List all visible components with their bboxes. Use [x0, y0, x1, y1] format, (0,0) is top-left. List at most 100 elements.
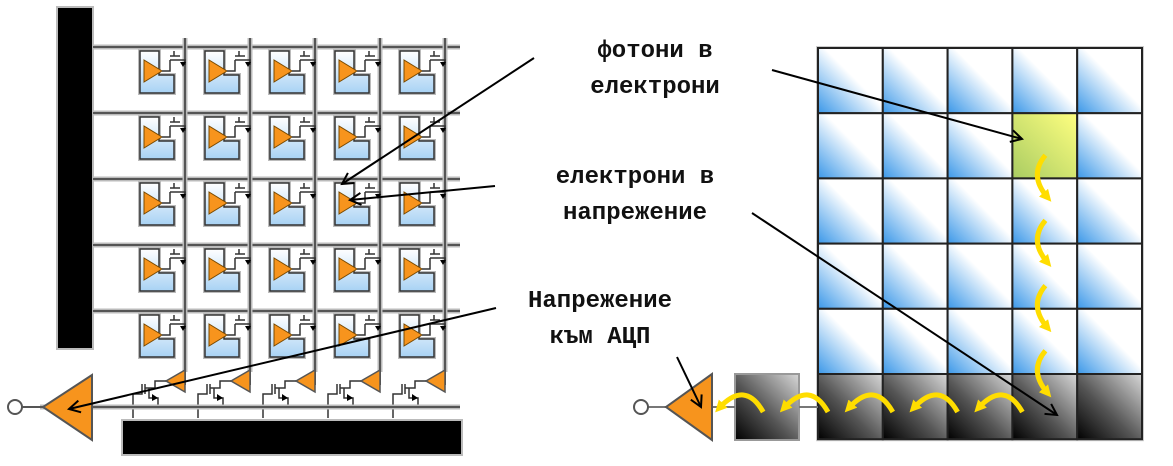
cmos-pixel	[138, 115, 186, 161]
cmos-pixel	[268, 49, 316, 95]
cmos-pixel	[138, 181, 186, 227]
transistor-arrow-icon	[310, 128, 316, 133]
transistor-icon	[162, 51, 186, 72]
ccd-pixel	[817, 177, 884, 245]
amplifier-triangle-icon	[273, 191, 293, 215]
transistor-arrow-icon	[310, 194, 316, 199]
transistor-arrow-icon	[245, 62, 251, 67]
ccd-pixel	[881, 112, 949, 180]
ccd-pixel	[881, 307, 949, 375]
cmos-pixel	[138, 313, 186, 359]
ccd-pixel	[946, 112, 1014, 180]
cmos-pixel	[333, 247, 381, 293]
amplifier-triangle-icon	[338, 257, 358, 281]
transistor-arrow-icon	[245, 128, 251, 133]
cmos-pixel	[398, 181, 446, 227]
amplifier-triangle-icon	[664, 372, 713, 442]
ccd-pixel	[1011, 47, 1079, 115]
transistor-arrow-icon	[282, 394, 288, 401]
amplifier-triangle-icon	[403, 191, 423, 215]
transistor-arrow-icon	[152, 394, 158, 401]
output-register-cell	[734, 373, 800, 441]
horizontal-transfer-arrow-icon	[909, 392, 960, 414]
vertical-transfer-arrow-icon	[1034, 218, 1052, 267]
column-readout-circuit	[197, 368, 251, 418]
amplifier-triangle-icon	[359, 368, 381, 394]
amplifier-triangle-icon	[208, 125, 228, 149]
transistor-arrow-icon	[440, 326, 446, 331]
transistor-arrow-icon	[180, 62, 186, 67]
transistor-icon	[292, 117, 316, 138]
transistor-arrow-icon	[440, 194, 446, 199]
cmos-pixel	[268, 313, 316, 359]
column-readout-circuit	[392, 368, 446, 418]
transistor-arrow-icon	[375, 62, 381, 67]
transistor-arrow-icon	[310, 62, 316, 67]
transistor-icon	[162, 183, 186, 204]
ccd-pixel	[1011, 307, 1079, 375]
ccd-charge-transfer-arrows	[715, 153, 1052, 414]
amplifier-triangle-icon	[143, 257, 163, 281]
amplifier-triangle-icon	[424, 368, 446, 394]
transistor-arrow-icon	[412, 394, 418, 401]
transistor-icon	[227, 315, 251, 336]
transistor-arrow-icon	[375, 128, 381, 133]
transistor-icon	[162, 315, 186, 336]
callout-arrows	[69, 57, 1057, 415]
cmos-pixel-array	[138, 49, 446, 359]
transistor-arrow-icon	[180, 260, 186, 265]
label-line: към АЦП	[549, 324, 651, 351]
transistor-icon	[422, 249, 446, 270]
vertical-transfer-arrow-icon	[1034, 283, 1052, 333]
ccd-pixel	[817, 242, 884, 310]
vertical-transfer-arrow-icon	[1034, 153, 1052, 202]
transistor-icon	[357, 117, 381, 138]
ccd-pixel	[1011, 177, 1079, 245]
ccd-output-amplifier	[633, 372, 713, 442]
readout-register-cell	[1076, 373, 1143, 441]
column-select-bar	[121, 419, 463, 456]
amplifier-triangle-icon	[143, 59, 163, 83]
cmos-pixel	[203, 49, 251, 95]
transistor-arrow-icon	[245, 194, 251, 199]
cmos-pixel	[203, 115, 251, 161]
callout-voltage-left	[350, 185, 496, 200]
ccd-pixel	[817, 307, 884, 375]
amplifier-triangle-icon	[338, 59, 358, 83]
transistor-arrow-icon	[180, 326, 186, 331]
transistor-icon	[227, 51, 251, 72]
transistor-icon	[357, 315, 381, 336]
cmos-pixel	[268, 115, 316, 161]
amplifier-triangle-icon	[229, 368, 251, 394]
cmos-pixel	[138, 49, 186, 95]
ccd-pixel	[1076, 112, 1143, 180]
ccd-pixel	[1011, 242, 1079, 310]
cmos-pixel	[398, 247, 446, 293]
transistor-icon	[357, 183, 381, 204]
cmos-pixel	[333, 313, 381, 359]
ccd-pixel	[881, 177, 949, 245]
ccd-sensor	[633, 46, 1144, 442]
callout-adc-right	[676, 356, 701, 407]
label-line: фотони в	[597, 38, 713, 65]
transistor-icon	[227, 249, 251, 270]
amplifier-triangle-icon	[403, 59, 423, 83]
column-readout-circuit	[132, 368, 186, 418]
transistor-icon	[227, 183, 251, 204]
transistor-arrow-icon	[180, 194, 186, 199]
ccd-pixel	[881, 242, 949, 310]
transistor-icon	[162, 117, 186, 138]
cmos-pixel	[333, 49, 381, 95]
transistor-icon	[162, 249, 186, 270]
cmos-pixel	[203, 313, 251, 359]
output-terminal-icon	[7, 399, 23, 415]
transistor-arrow-icon	[440, 128, 446, 133]
cmos-sensor	[7, 6, 463, 456]
ccd-pixel	[946, 47, 1014, 115]
amplifier-triangle-icon	[273, 125, 293, 149]
ccd-pixel-highlighted	[1011, 112, 1079, 180]
transistor-icon	[422, 117, 446, 138]
ccd-pixel	[1076, 307, 1143, 375]
